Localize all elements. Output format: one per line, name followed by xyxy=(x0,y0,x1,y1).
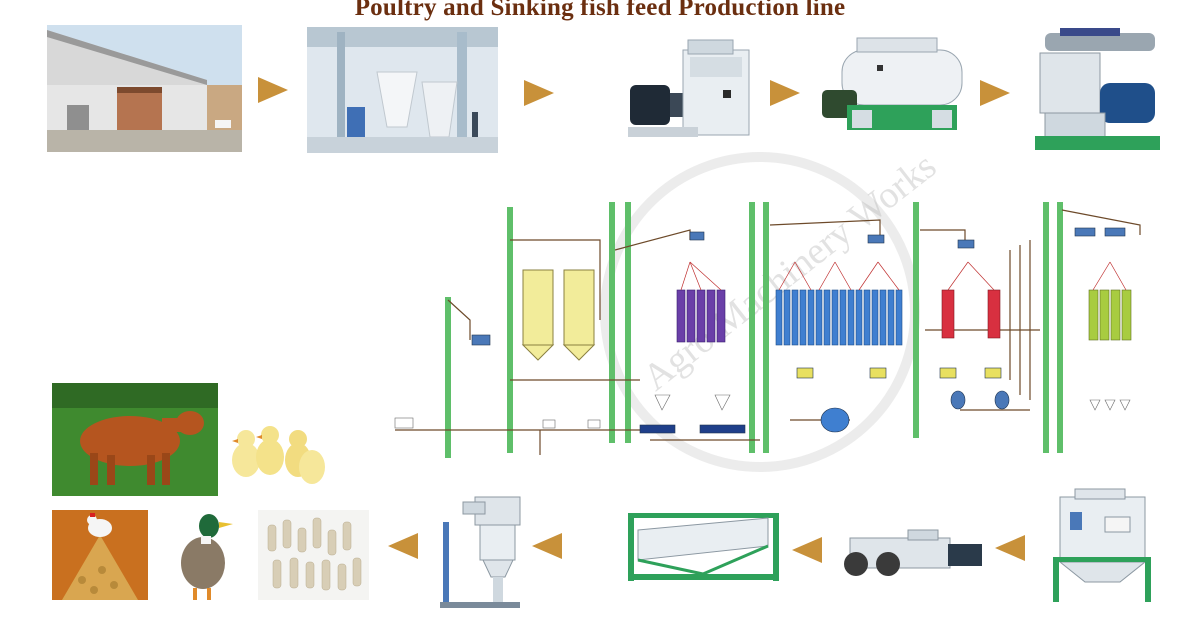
diagram-title: Poultry and Sinking fish feed Production… xyxy=(354,0,846,21)
storage-silos xyxy=(521,269,596,361)
factory-building-photo xyxy=(47,25,242,152)
blue-batching-bins xyxy=(775,289,903,346)
flow-arrow-5 xyxy=(388,533,418,559)
cow-photo xyxy=(52,383,218,496)
pellet-mill-machine xyxy=(1030,28,1170,153)
lime-bins xyxy=(1088,289,1132,341)
feed-mill-interior-photo xyxy=(307,27,498,153)
rotary-screener-machine xyxy=(623,508,783,583)
flow-arrow-4 xyxy=(980,80,1010,106)
duck-photo xyxy=(163,508,241,603)
flow-arrow-8 xyxy=(995,535,1025,561)
red-bins xyxy=(941,289,1001,339)
counterflow-cooler-machine xyxy=(1045,487,1155,607)
flow-arrow-1 xyxy=(258,77,288,103)
flow-arrow-7 xyxy=(792,537,822,563)
purple-batching-bins xyxy=(676,289,726,343)
flow-arrow-3 xyxy=(770,80,800,106)
crumbler-machine xyxy=(838,528,988,580)
packing-scale-machine xyxy=(435,492,535,614)
hen-on-feed-photo xyxy=(52,510,148,600)
feed-pellets-photo xyxy=(258,510,369,600)
hammer-mill-machine xyxy=(628,35,755,140)
mixer-machine xyxy=(817,30,972,135)
flow-arrow-2 xyxy=(524,80,554,106)
chicks-photo xyxy=(228,415,328,493)
process-equipment xyxy=(471,227,1126,434)
flow-arrow-6 xyxy=(532,533,562,559)
